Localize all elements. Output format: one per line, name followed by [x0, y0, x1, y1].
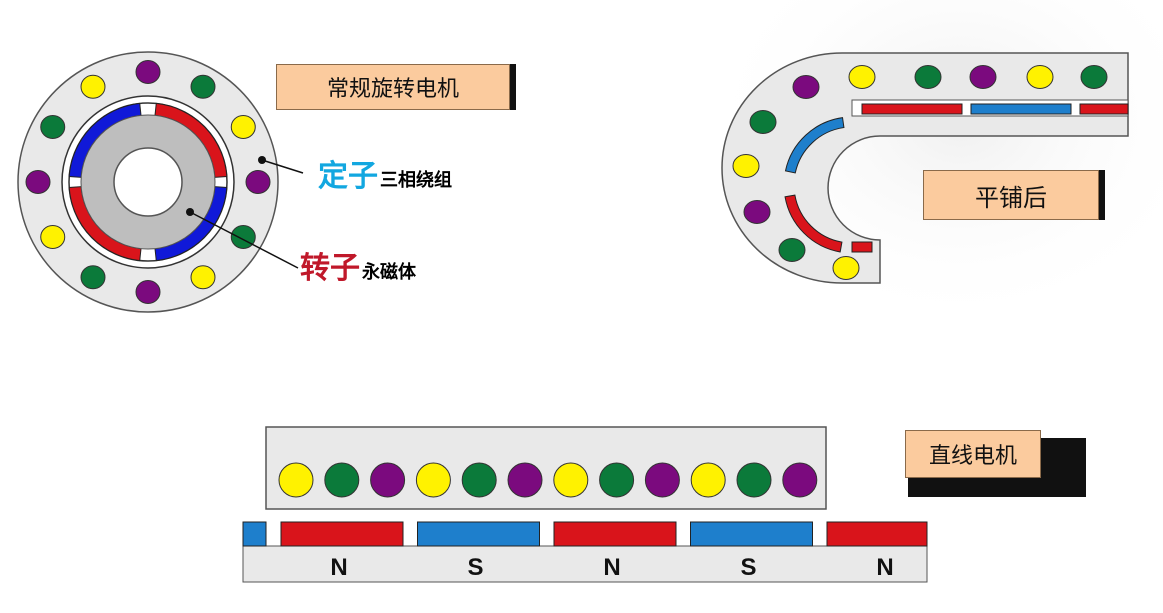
flattened-coil	[778, 238, 806, 262]
stator-coil	[135, 60, 161, 84]
pole-label: S	[740, 554, 756, 581]
flattened-coil	[732, 154, 760, 178]
flattened-tag: 平铺后	[923, 170, 1099, 220]
linear-magnet	[690, 521, 813, 547]
flattened-magnet	[861, 103, 963, 115]
stator-label: 定子	[318, 159, 378, 194]
flattened-coil	[969, 65, 997, 89]
linear-coils	[278, 462, 818, 498]
pole-label: N	[330, 554, 347, 581]
linear-magnet	[417, 521, 540, 547]
linear-magnet	[826, 521, 928, 547]
stator-coil	[245, 170, 271, 194]
linear-coil	[370, 462, 406, 498]
linear-coil	[461, 462, 497, 498]
stator-desc: 三相绕组	[380, 169, 452, 191]
flattened-magnet	[970, 103, 1072, 115]
stator-leader-line	[261, 159, 304, 174]
flattened-coil	[832, 256, 860, 280]
stator-leader-dot	[258, 156, 266, 164]
stator-coil	[80, 74, 106, 99]
rotor-shaft-hole	[113, 147, 183, 217]
stator-coil	[190, 74, 216, 99]
flattened-magnet	[784, 117, 845, 174]
stator-coil	[190, 265, 216, 290]
rotor-annotation: 转子永磁体	[300, 251, 417, 286]
flattened-magnet	[1079, 103, 1129, 115]
flattened-magnet	[784, 194, 843, 253]
stator-coil	[80, 265, 106, 290]
linear-coil	[599, 462, 635, 498]
stator-coil	[40, 225, 66, 249]
pole-label: N	[603, 554, 620, 581]
stator-coil	[40, 115, 66, 139]
linear-coil	[553, 462, 589, 498]
linear-coil	[782, 462, 818, 498]
linear-coil	[644, 462, 680, 498]
linear-stator	[265, 426, 827, 510]
rotor-desc: 永磁体	[361, 261, 417, 283]
rotary-motor	[17, 51, 279, 313]
flattened-coil	[792, 75, 820, 99]
linear-coil	[324, 462, 360, 498]
linear-motor-tag: 直线电机	[905, 430, 1041, 478]
stator-coil	[25, 170, 51, 194]
flattened-coil	[848, 65, 876, 89]
linear-base	[242, 545, 928, 583]
stator-coils	[25, 60, 271, 304]
linear-coil	[278, 462, 314, 498]
linear-coil	[736, 462, 772, 498]
flattened-coil	[749, 110, 777, 134]
flattened-magnet	[851, 241, 873, 253]
rotary-motor-tag: 常规旋转电机	[276, 64, 510, 110]
rotor-leader-line	[189, 211, 299, 269]
stator-annotation: 定子三相绕组	[318, 159, 452, 194]
flattened-motor	[721, 52, 1129, 284]
pole-label: S	[467, 554, 483, 581]
rotor-leader-dot	[186, 208, 194, 216]
rotor-label: 转子	[300, 251, 360, 286]
linear-coil	[415, 462, 451, 498]
pole-label: N	[876, 554, 893, 581]
flattened-coil	[914, 65, 942, 89]
linear-coil	[690, 462, 726, 498]
flattened-magnets	[784, 103, 1129, 253]
linear-magnet	[280, 521, 404, 547]
flattened-coils	[732, 65, 1108, 280]
flattened-coil	[1026, 65, 1054, 89]
stator-coil	[230, 115, 256, 139]
stator-coil	[230, 225, 256, 249]
linear-coil	[507, 462, 543, 498]
air-gap-inner	[68, 102, 228, 262]
flattened-coil	[743, 200, 771, 224]
flattened-coil	[1080, 65, 1108, 89]
linear-magnet	[242, 521, 267, 547]
linear-magnet	[553, 521, 677, 547]
stator-coil	[135, 280, 161, 304]
